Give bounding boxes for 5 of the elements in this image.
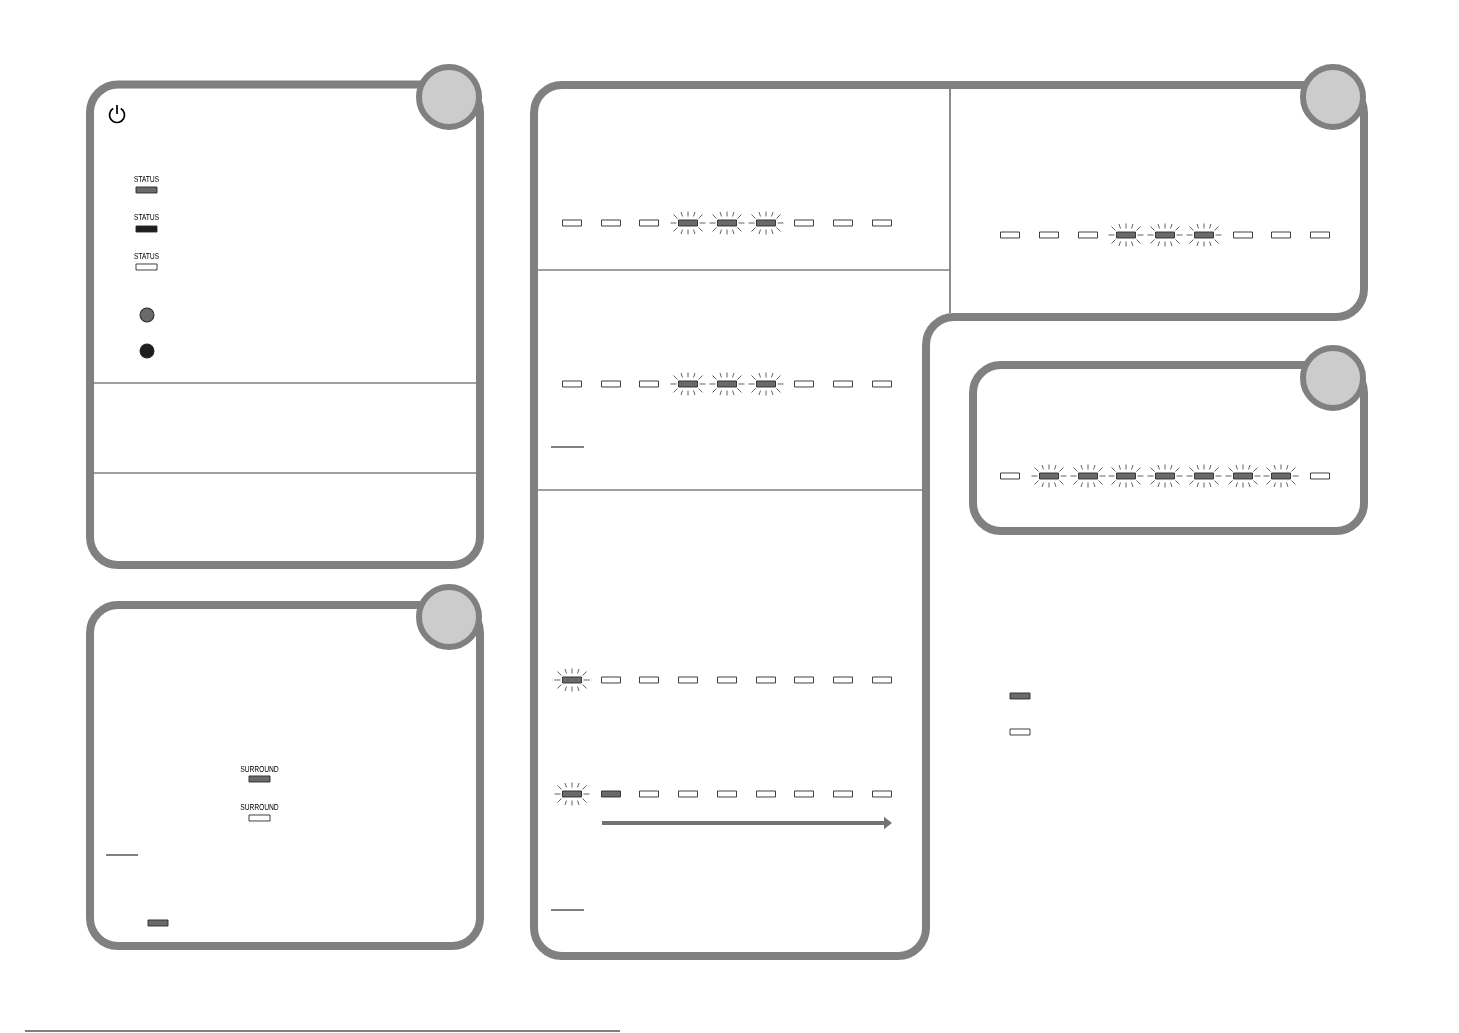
indicator-label: STATUS bbox=[134, 214, 159, 220]
indicator-label: STATUS bbox=[134, 253, 159, 259]
indicator-label: STATUS bbox=[134, 176, 159, 182]
indicator-label: SURROUND bbox=[240, 766, 279, 772]
indicator-label: SURROUND bbox=[240, 804, 279, 810]
